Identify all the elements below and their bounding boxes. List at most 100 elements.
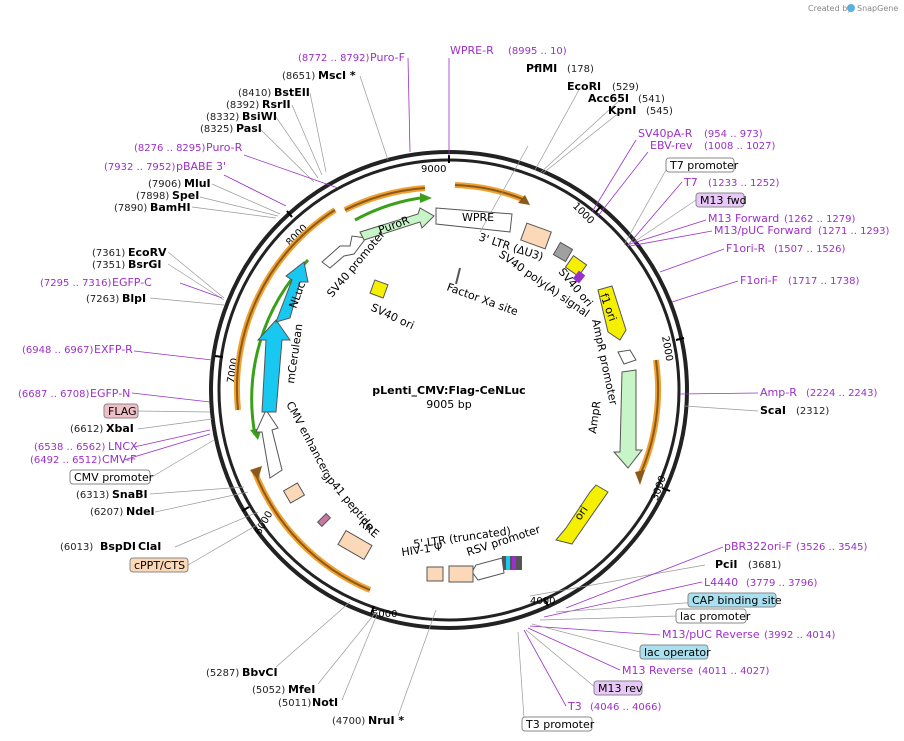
primer-ebv-rev: EBV-rev	[650, 139, 693, 152]
sv40pa-shape	[552, 241, 574, 263]
svg-text:(8276 .. 8295): (8276 .. 8295)	[134, 143, 206, 154]
svg-text:(1262 .. 1279): (1262 .. 1279)	[784, 214, 856, 225]
factorxa-shape	[455, 267, 461, 285]
enzyme-nrui: NruI *	[368, 714, 404, 727]
mcerulean-shape	[256, 319, 291, 413]
svg-text:(8325): (8325)	[200, 124, 233, 135]
svg-text:(7263): (7263)	[86, 294, 119, 305]
credit-prefix: Created by	[808, 4, 852, 13]
small-purple-shape	[572, 270, 586, 284]
svg-text:(8651): (8651)	[282, 71, 315, 82]
enzyme-scai: ScaI	[760, 404, 786, 417]
enzyme-mlui: MluI	[184, 177, 211, 190]
svg-text:(6948 .. 6967): (6948 .. 6967)	[22, 345, 94, 356]
psi-shape	[426, 566, 444, 582]
enzyme-snabi: SnaBI	[112, 488, 148, 501]
box-t3-promoter: T3 promoter	[525, 718, 595, 731]
primer-wpre-r: WPRE-R	[450, 44, 494, 57]
enzyme-pcii: PciI	[715, 558, 737, 571]
primer-f1ori-f: F1ori-F	[740, 274, 778, 287]
svg-text:(2312): (2312)	[796, 406, 829, 417]
label-mcerulean: mCerulean	[284, 323, 305, 384]
tick-2000: 2000	[659, 335, 674, 362]
svg-text:(5287): (5287)	[206, 668, 239, 679]
enzyme-kpni: KpnI	[608, 104, 636, 117]
tick-4000: 4000	[530, 596, 555, 607]
ori-shape	[555, 484, 609, 545]
ltr5-shape	[448, 565, 474, 583]
tick-9000: 9000	[421, 164, 446, 175]
primer-m13-forward: M13 Forward	[708, 212, 779, 225]
orf-arrow-head	[420, 193, 432, 203]
enzyme-labels: PflMI (178) EcoRI (529) Acc65I (541) Kpn…	[60, 62, 829, 727]
enzyme-xbai: XbaI	[106, 422, 134, 435]
svg-text:(3992 .. 4014): (3992 .. 4014)	[764, 630, 836, 641]
enzyme-leaders	[137, 75, 759, 717]
box-lac-promoter: lac promoter	[680, 610, 751, 623]
svg-text:(1233 .. 1252): (1233 .. 1252)	[708, 178, 780, 189]
label-wpre: WPRE	[462, 211, 494, 224]
svg-text:(5011): (5011)	[278, 698, 311, 709]
svg-text:(8332): (8332)	[206, 112, 239, 123]
enzyme-blpi: BlpI	[122, 292, 146, 305]
enzyme-bamhi: BamHI	[150, 201, 191, 214]
svg-text:(4011 .. 4027): (4011 .. 4027)	[698, 666, 770, 677]
enzyme-pasi: PasI	[236, 122, 262, 135]
svg-text:(6207): (6207)	[90, 507, 123, 518]
primer-puro-r: Puro-R	[206, 141, 243, 154]
ltr3-shape	[520, 222, 552, 250]
wpre-shape	[435, 207, 513, 233]
enzyme-rsrii: RsrII	[262, 98, 291, 111]
svg-text:(7295 .. 7316): (7295 .. 7316)	[40, 278, 112, 289]
label-ampr: AmpR	[586, 400, 603, 435]
label-cmvenhancer: CMV enhancer	[283, 399, 332, 476]
primer-cmv-f: CMV-F	[102, 453, 136, 466]
box-cmv-promoter: CMV promoter	[74, 471, 154, 484]
svg-text:(6492 .. 6512): (6492 .. 6512)	[30, 455, 102, 466]
svg-text:(7351): (7351)	[92, 260, 125, 271]
svg-text:(1507 .. 1526): (1507 .. 1526)	[774, 244, 846, 255]
svg-text:(1271 .. 1293): (1271 .. 1293)	[818, 226, 890, 237]
enzyme-ecorv: EcoRV	[128, 246, 167, 259]
label-sv40ori2: SV40 ori	[369, 301, 416, 332]
svg-text:(3681): (3681)	[748, 560, 781, 571]
feature-leaders	[137, 169, 729, 719]
enzyme-ecori: EcoRI	[567, 80, 601, 93]
enzyme-pflmi: PflMI	[526, 62, 557, 75]
svg-text:(954 .. 973): (954 .. 973)	[704, 129, 763, 140]
primer-pbr322ori-f: pBR322ori-F	[724, 540, 792, 553]
svg-text:(7906): (7906)	[148, 179, 181, 190]
box-cppt: cPPT/CTS	[134, 559, 185, 572]
small-peach-shape	[282, 482, 306, 504]
enzyme-acc65i: Acc65I	[588, 92, 629, 105]
svg-text:(8392): (8392)	[226, 100, 259, 111]
rsv-shape	[471, 557, 505, 581]
svg-text:(6687 .. 6708): (6687 .. 6708)	[18, 389, 90, 400]
svg-text:(8995 .. 10): (8995 .. 10)	[508, 46, 567, 57]
primer-lncx: LNCX	[108, 440, 138, 453]
enzyme-bsteii: BstEII	[274, 86, 310, 99]
label-gp41: gp41 peptide	[320, 469, 377, 534]
box-lac-operator: lac operator	[644, 646, 711, 659]
puror-shape	[359, 207, 435, 241]
svg-text:(6538 .. 6562): (6538 .. 6562)	[34, 442, 106, 453]
enzyme-ndei: NdeI	[126, 505, 155, 518]
ampr-shape	[612, 369, 644, 469]
primer-sv40pa-r: SV40pA-R	[638, 127, 693, 140]
enzyme-bbvci: BbvCI	[242, 666, 278, 679]
primer-labels: WPRE-R (8995 .. 10) Puro-F (8772 .. 8792…	[18, 44, 890, 713]
enzyme-msci: MscI *	[318, 69, 356, 82]
box-cap: CAP binding site	[692, 594, 782, 607]
svg-text:(6313): (6313)	[76, 490, 109, 501]
orf-arcs	[233, 182, 662, 593]
feature-shapes	[255, 207, 644, 583]
gp41-shape	[316, 512, 332, 528]
orf-arrow-head	[635, 470, 645, 485]
plasmid-name: pLenti_CMV:Flag-CeNLuc	[372, 384, 525, 397]
svg-text:(7898): (7898)	[136, 191, 169, 202]
svg-text:(3779 .. 3796): (3779 .. 3796)	[746, 578, 818, 589]
box-t7-promoter: T7 promoter	[669, 159, 739, 172]
primer-t7: T7	[683, 176, 698, 189]
svg-text:(6013): (6013)	[60, 542, 93, 553]
